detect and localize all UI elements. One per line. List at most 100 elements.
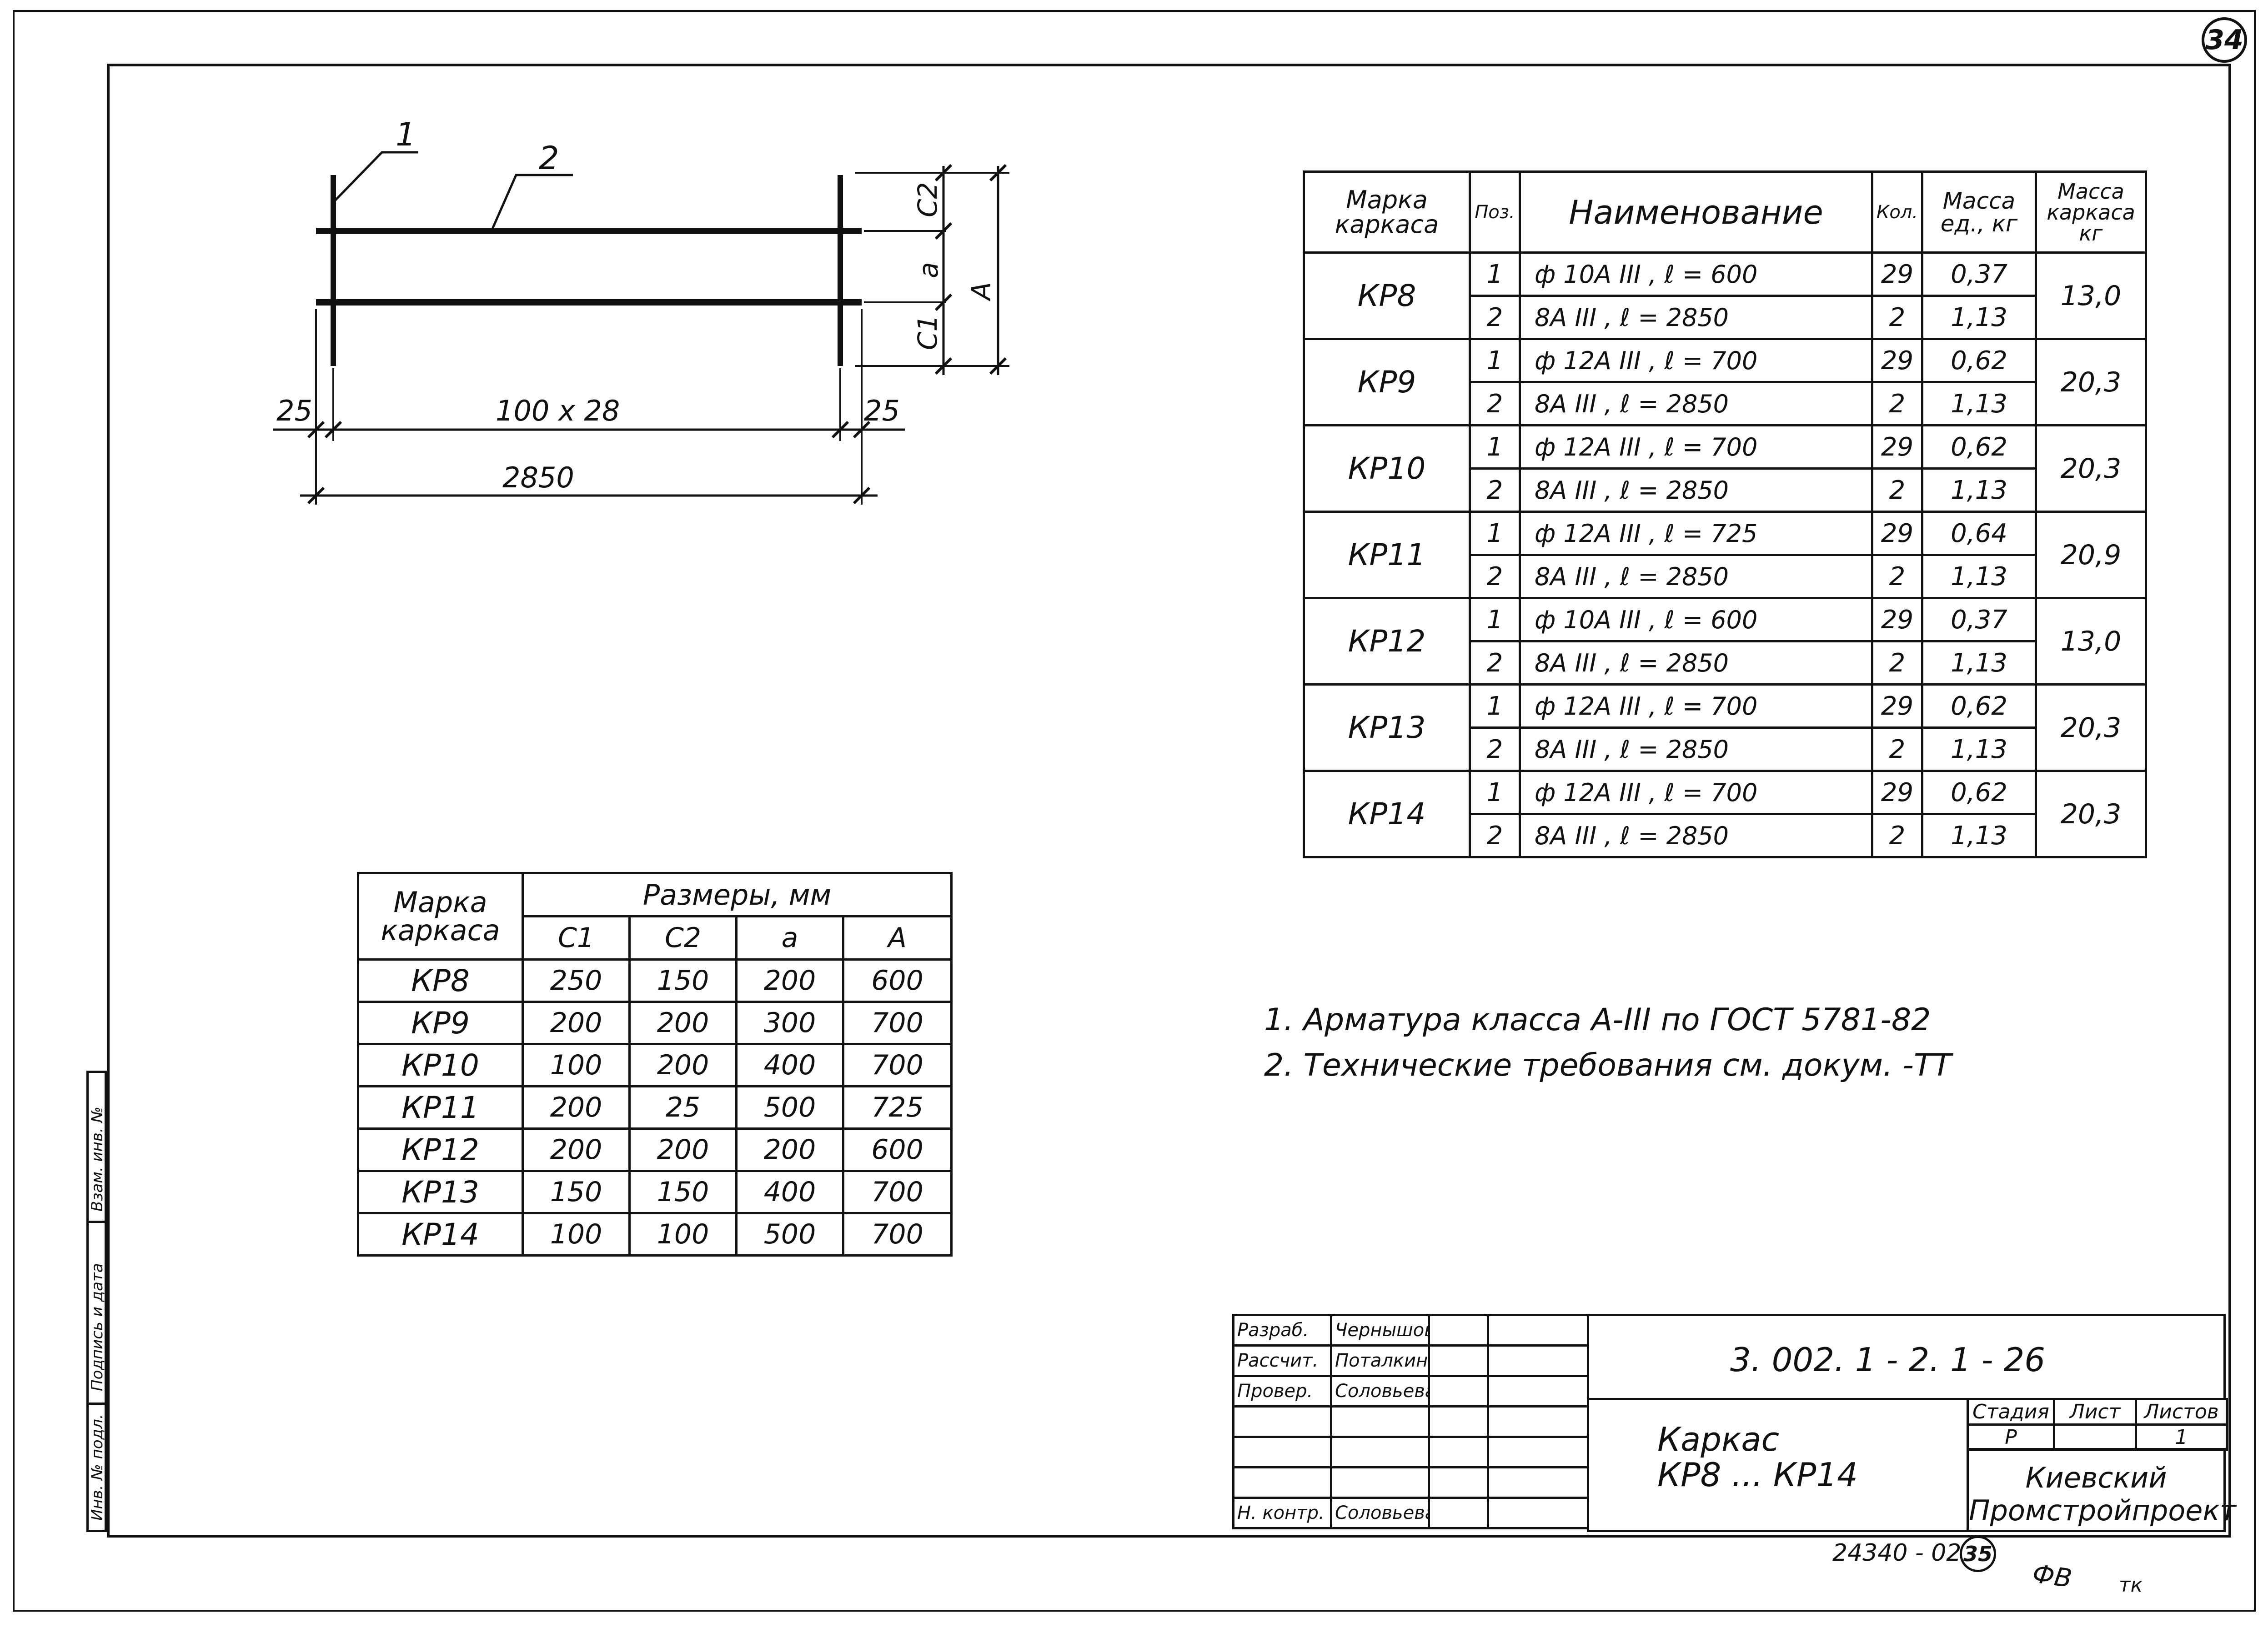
spec-unit-mass-cell: 0,62	[1921, 770, 2037, 815]
dims-A-cell: 600	[842, 1127, 953, 1172]
title-role-cell: Н. контр.	[1232, 1497, 1332, 1529]
dim-A: A	[966, 282, 997, 302]
dims-c1-cell: 100	[522, 1212, 631, 1257]
spec-name-cell: 8А III , ℓ = 2850	[1519, 467, 1873, 513]
spec-name-cell: 8А III , ℓ = 2850	[1519, 554, 1873, 599]
spec-header-qty: Кол.	[1871, 170, 1923, 254]
dims-mark-cell: КР9	[357, 1001, 524, 1045]
spec-qty-cell: 2	[1871, 554, 1923, 599]
spec-qty-cell: 29	[1871, 251, 1923, 297]
spec-name-cell: ф 12А III , ℓ = 700	[1519, 770, 1873, 815]
dims-c1-cell: 200	[522, 1085, 631, 1130]
title-date-cell	[1487, 1497, 1589, 1529]
spec-qty-cell: 29	[1871, 770, 1923, 815]
spec-unit-mass-cell: 0,62	[1921, 338, 2037, 383]
organization-cell: Киевский Промстройпроект	[1967, 1448, 2236, 1532]
title-person-cell: Поталкин	[1330, 1344, 1430, 1377]
title-block-roles: Разраб.ЧернышоваРассчит.ПоталкинПровер.С…	[1232, 1314, 1589, 1529]
spec-header-frame-mass: Масса каркаса кг	[2035, 170, 2147, 254]
spec-mark-cell: КР14	[1303, 770, 1471, 858]
spec-qty-cell: 29	[1871, 338, 1923, 383]
title-date-cell	[1487, 1375, 1589, 1408]
spec-name-cell: 8А III , ℓ = 2850	[1519, 726, 1873, 772]
document-title-line-1: Каркас	[1657, 1420, 1780, 1458]
title-person-cell: Чернышова	[1330, 1314, 1430, 1347]
side-stamp-cell-3: Инв. № подл.	[88, 1405, 106, 1530]
dims-c1-cell: 250	[522, 958, 631, 1003]
dim-c1: C1	[912, 315, 943, 350]
side-stamp-text-1: Взам. инв. №	[88, 1107, 106, 1212]
leader-line-2	[490, 174, 573, 233]
dims-mark-cell: КР14	[357, 1212, 524, 1257]
dims-mark-cell: КР11	[357, 1085, 524, 1130]
next-sheet-number: 35	[1963, 1542, 1992, 1566]
sheet-label: Лист	[2053, 1398, 2137, 1426]
spec-unit-mass-cell: 1,13	[1921, 726, 2037, 772]
title-role-cell	[1232, 1436, 1332, 1468]
dims-header-group: Размеры, мм	[521, 872, 953, 917]
title-block-stage: Стадия Лист Листов Р 1	[1967, 1398, 2228, 1451]
spec-qty-cell: 2	[1871, 640, 1923, 686]
title-signature-cell	[1428, 1405, 1489, 1438]
dims-A-cell: 700	[842, 1001, 953, 1045]
dims-c2-cell: 200	[628, 1127, 738, 1172]
title-role-cell	[1232, 1466, 1332, 1499]
spec-pos-cell: 2	[1469, 381, 1521, 426]
title-date-cell	[1487, 1466, 1589, 1499]
dims-A-cell: 700	[842, 1212, 953, 1257]
dims-c2-cell: 200	[628, 1043, 738, 1087]
dims-c1-cell: 100	[522, 1043, 631, 1087]
spec-pos-cell: 2	[1469, 295, 1521, 340]
spec-qty-cell: 2	[1871, 381, 1923, 426]
sheets-value: 1	[2135, 1423, 2228, 1451]
spec-qty-cell: 2	[1871, 726, 1923, 772]
spec-qty-cell: 2	[1871, 813, 1923, 858]
leader-line-1	[332, 151, 418, 203]
title-signature-cell	[1428, 1466, 1489, 1499]
sheet-value	[2053, 1423, 2137, 1451]
spec-pos-cell: 2	[1469, 813, 1521, 858]
stamp-mark-1: ФВ	[2030, 1559, 2074, 1594]
dims-a-cell: 500	[735, 1212, 844, 1257]
spec-header-unit-mass: Масса ед., кг	[1921, 170, 2037, 254]
dim-total: 2850	[502, 461, 574, 494]
sheets-label: Листов	[2135, 1398, 2228, 1426]
dims-A-cell: 700	[842, 1170, 953, 1214]
spec-name-cell: ф 10А III , ℓ = 600	[1519, 597, 1873, 642]
sheet-number: 34	[2205, 24, 2243, 56]
spec-unit-mass-cell: 1,13	[1921, 554, 2037, 599]
title-person-cell	[1330, 1405, 1430, 1438]
title-role-row: Н. контр.Соловьева	[1232, 1497, 1589, 1529]
dims-c2-cell: 200	[628, 1001, 738, 1045]
spec-pos-cell: 1	[1469, 770, 1521, 815]
side-stamp-cell-2: Подпись и дата	[88, 1223, 106, 1405]
spec-qty-cell: 2	[1871, 295, 1923, 340]
dims-A-cell: 700	[842, 1043, 953, 1087]
spec-name-cell: ф 12А III , ℓ = 700	[1519, 424, 1873, 470]
note-2: 2. Технические требования см. докум. -ТТ	[1264, 1047, 1952, 1083]
spec-frame-mass-cell: 13,0	[2035, 597, 2147, 686]
title-signature-cell	[1428, 1314, 1489, 1347]
side-stamp-text-3: Инв. № подл.	[88, 1414, 106, 1521]
spec-frame-mass-cell: 20,9	[2035, 511, 2147, 599]
spec-mark-cell: КР11	[1303, 511, 1471, 599]
dim-left-25: 25	[276, 394, 312, 427]
spec-pos-cell: 2	[1469, 726, 1521, 772]
spec-pos-cell: 1	[1469, 511, 1521, 556]
spec-mark-cell: КР10	[1303, 424, 1471, 513]
spec-unit-mass-cell: 1,13	[1921, 381, 2037, 426]
dims-mark-cell: КР10	[357, 1043, 524, 1087]
spec-unit-mass-cell: 1,13	[1921, 467, 2037, 513]
spec-qty-cell: 29	[1871, 597, 1923, 642]
